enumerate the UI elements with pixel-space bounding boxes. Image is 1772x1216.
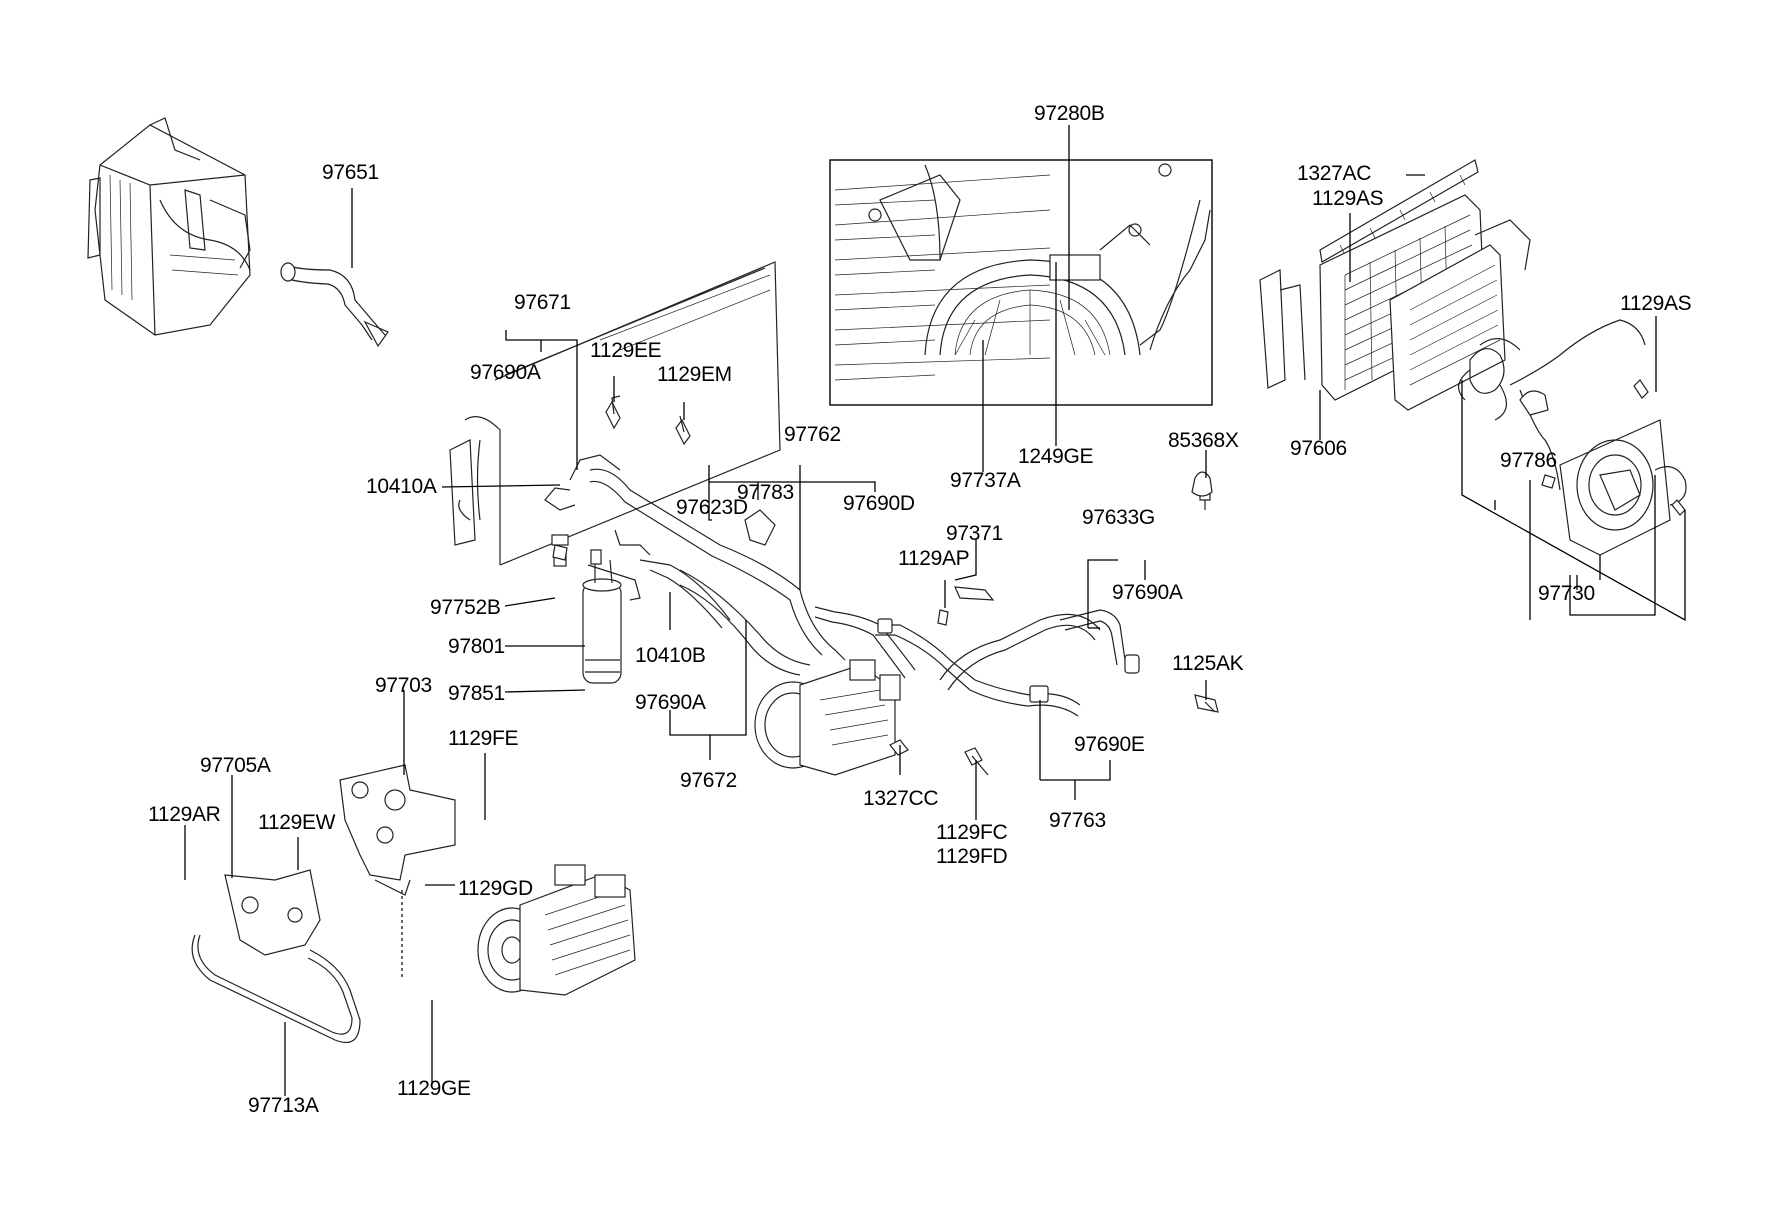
part-label-97280B: 97280B	[1034, 102, 1105, 125]
part-label-97713A: 97713A	[248, 1094, 319, 1117]
part-label-97623D: 97623D	[676, 496, 748, 519]
belt-tensioner-illustration	[191, 869, 361, 1044]
part-label-1129GD: 1129GD	[458, 877, 533, 900]
part-label-1327AC: 1327AC	[1297, 162, 1372, 185]
part-label-97690D: 97690D	[843, 492, 915, 515]
part-label-1129AS-right: 1129AS	[1620, 292, 1692, 315]
evaporator-unit-illustration	[87, 117, 251, 336]
part-label-85368X: 85368X	[1168, 429, 1239, 452]
part-label-1129AP: 1129AP	[898, 547, 970, 570]
part-label-97737A: 97737A	[950, 469, 1021, 492]
part-label-97763: 97763	[1049, 809, 1106, 832]
radiator-assembly-illustration	[1259, 159, 1531, 411]
part-label-97851: 97851	[448, 682, 505, 705]
part-label-97786: 97786	[1500, 449, 1557, 472]
compressor-assembled-illustration	[754, 659, 901, 776]
part-label-97672: 97672	[680, 769, 737, 792]
refrigerant-lines-illustration	[544, 454, 1140, 717]
part-label-97671: 97671	[514, 291, 571, 314]
part-label-1129FE: 1129FE	[448, 727, 519, 750]
part-label-1129GE: 1129GE	[397, 1077, 471, 1100]
part-label-10410A: 10410A	[366, 475, 437, 498]
drain-hose-97651-illustration	[280, 262, 389, 348]
part-label-97705A: 97705A	[200, 754, 271, 777]
clip-85368X-illustration	[1191, 471, 1213, 497]
fan-shroud-illustration	[1458, 319, 1687, 556]
part-label-97730: 97730	[1538, 582, 1595, 605]
part-label-97690A-middle: 97690A	[635, 691, 706, 714]
part-label-97633G: 97633G	[1082, 506, 1155, 529]
part-label-1129AR: 1129AR	[148, 803, 221, 826]
part-label-1129FD: 1129FD	[936, 845, 1008, 868]
part-label-1129AS-upper: 1129AS	[1312, 187, 1384, 210]
part-label-10410B: 10410B	[635, 644, 706, 667]
part-label-1249GE: 1249GE	[1018, 445, 1094, 468]
part-label-97371: 97371	[946, 522, 1003, 545]
receiver-drier-illustration	[551, 534, 641, 684]
part-label-97690A-right: 97690A	[1112, 581, 1183, 604]
part-label-1129EW: 1129EW	[258, 811, 336, 834]
part-label-97801: 97801	[448, 635, 505, 658]
part-label-97606: 97606	[1290, 437, 1347, 460]
part-label-1125AK: 1125AK	[1172, 652, 1244, 675]
part-label-1129FC: 1129FC	[936, 821, 1008, 844]
callout-leader-lines	[184, 125, 1686, 1096]
part-label-1327CC: 1327CC	[863, 787, 939, 810]
part-label-97690A-upper: 97690A	[470, 361, 541, 384]
part-label-97783: 97783	[737, 481, 794, 504]
part-label-1129EE: 1129EE	[590, 339, 662, 362]
part-label-97690E: 97690E	[1074, 733, 1145, 756]
part-label-97703: 97703	[375, 674, 432, 697]
part-label-97762: 97762	[784, 423, 841, 446]
compressor-exploded-illustration	[477, 864, 636, 996]
part-label-97651: 97651	[322, 161, 379, 184]
part-label-1129EM: 1129EM	[657, 363, 732, 386]
compressor-bracket-illustration	[339, 764, 456, 896]
part-label-97752B: 97752B	[430, 596, 501, 619]
condenser-illustration	[449, 261, 781, 566]
fasteners-illustration	[552, 395, 1219, 776]
fan-inset-illustration	[829, 159, 1213, 406]
